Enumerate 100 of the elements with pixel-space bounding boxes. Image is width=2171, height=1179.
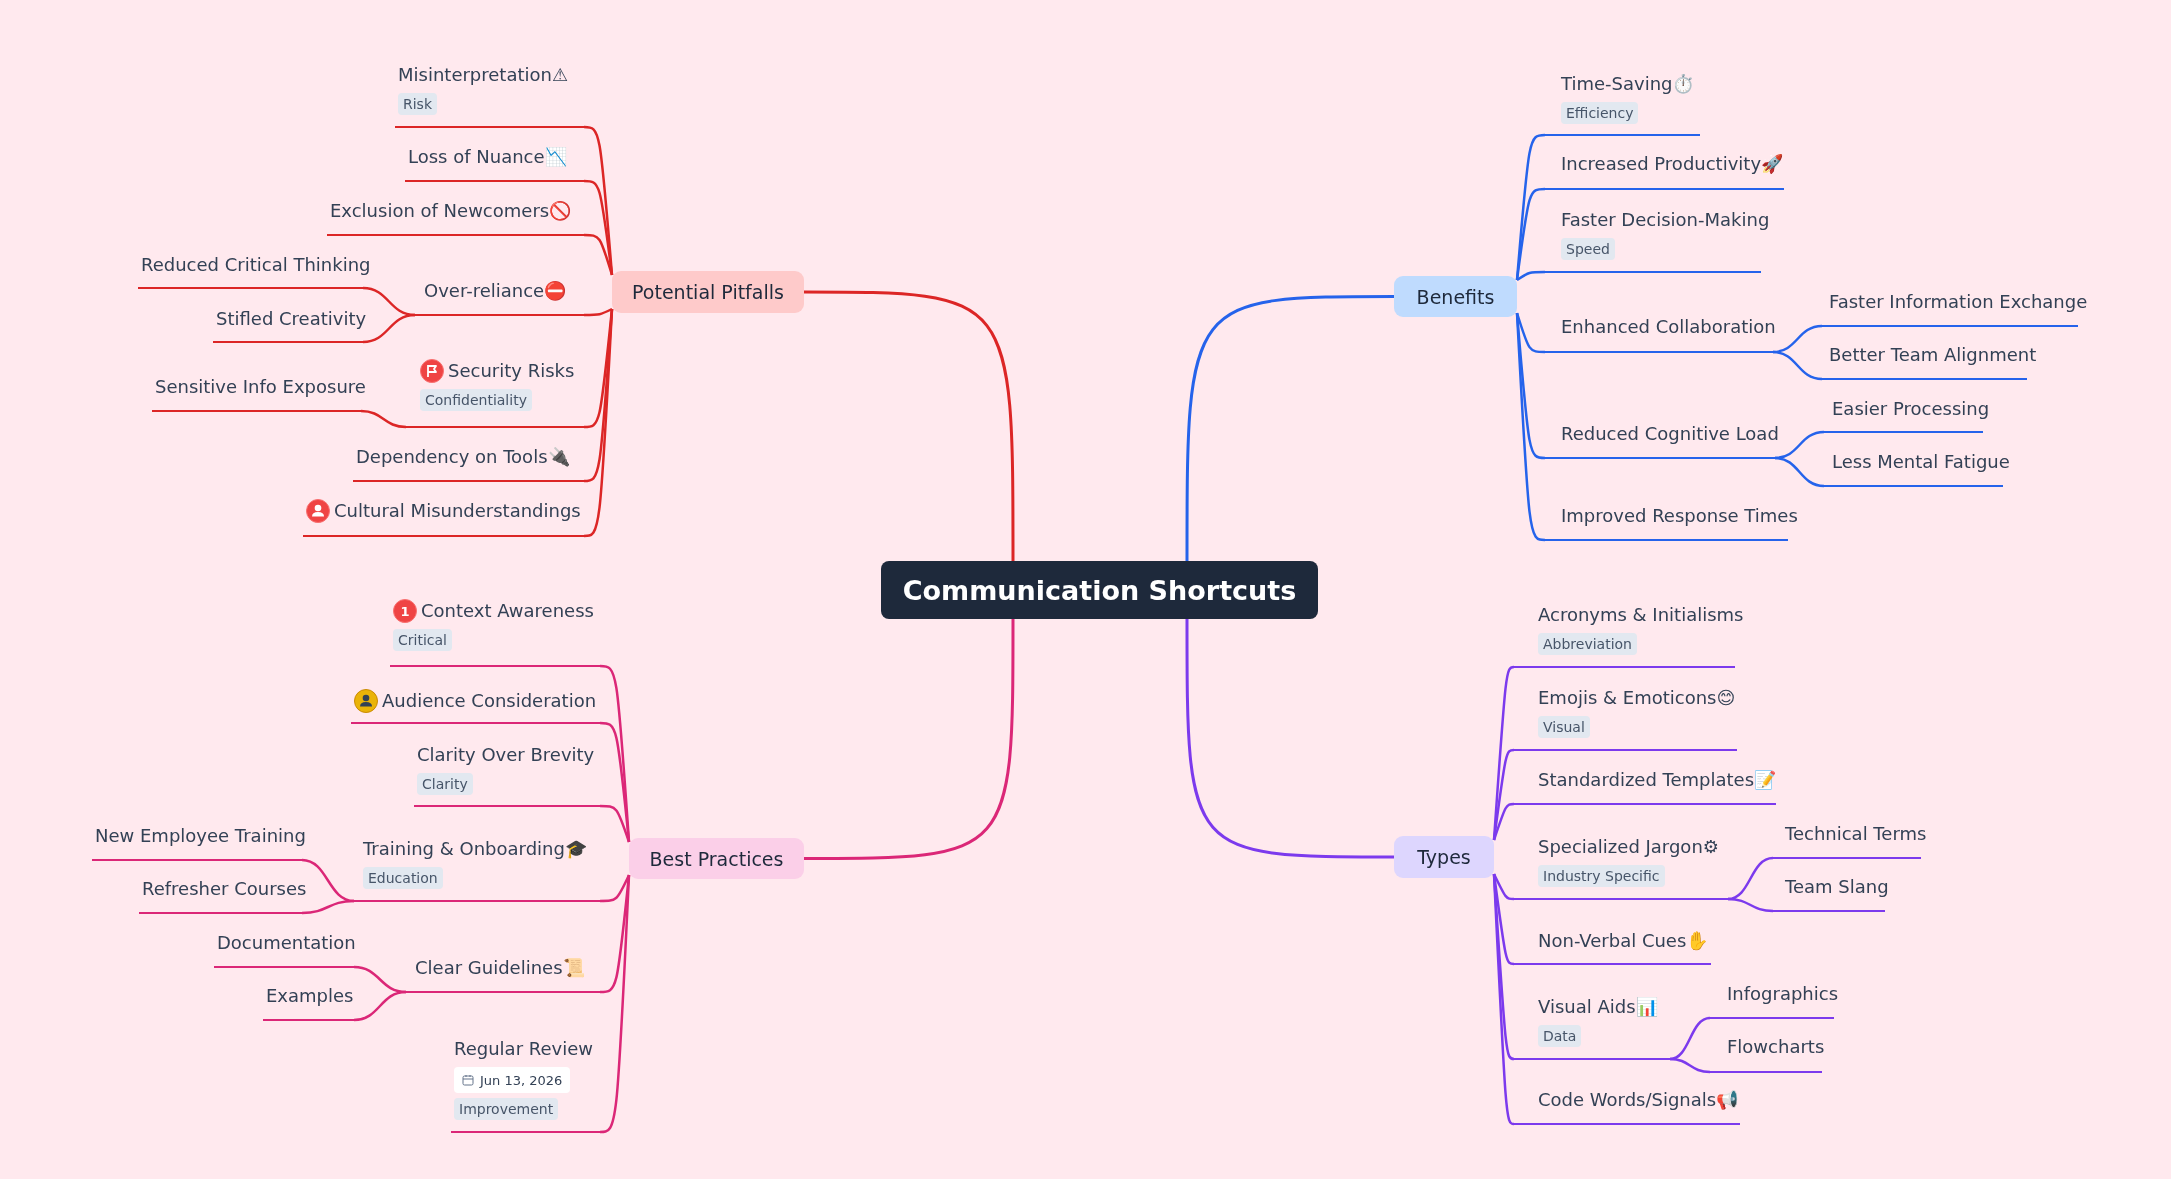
branch-line xyxy=(360,409,407,429)
topic-underline xyxy=(406,955,600,993)
branch-line xyxy=(1515,312,1545,354)
number-badge: 1 xyxy=(393,599,417,623)
topic-text: Cultural Misunderstandings xyxy=(334,499,581,523)
topic-text: Examples xyxy=(266,984,354,1008)
topic-text: Code Words/Signals📢 xyxy=(1538,1088,1739,1112)
topic-underline xyxy=(353,444,584,482)
topic-underline xyxy=(405,144,584,182)
branch-line xyxy=(301,899,355,915)
branch-topic: Types xyxy=(1394,836,1494,878)
branch-line xyxy=(1727,856,1774,901)
tag: Speed xyxy=(1561,238,1615,260)
topic-underline xyxy=(1514,994,1670,1060)
tag: Visual xyxy=(1538,716,1590,738)
date-text: Jun 13, 2026 xyxy=(480,1072,563,1088)
topic-text: Less Mental Fatigue xyxy=(1832,450,2010,474)
topic-text: Exclusion of Newcomers🚫 xyxy=(330,199,572,223)
tag: Efficiency xyxy=(1561,102,1639,124)
tag: Risk xyxy=(398,93,438,115)
topic-text: Training & Onboarding🎓 xyxy=(363,837,587,861)
topic-text: Stifled Creativity xyxy=(216,307,367,331)
branch-line xyxy=(1669,1016,1711,1061)
topic-text: Easier Processing xyxy=(1832,397,1990,421)
branch-line xyxy=(362,313,416,344)
branch-topic: Potential Pitfalls xyxy=(612,271,804,313)
branch-line xyxy=(1774,456,1825,488)
branch-line xyxy=(1492,873,1515,966)
topic-text: Sensitive Info Exposure xyxy=(155,375,366,399)
topic-underline xyxy=(1514,767,1776,805)
tag: Industry Specific xyxy=(1538,865,1665,887)
branch-line xyxy=(804,290,1015,561)
tag: Education xyxy=(363,867,443,889)
branch-line xyxy=(599,874,631,994)
branch-line xyxy=(1515,187,1545,281)
topic-underline xyxy=(390,598,600,667)
branch-line xyxy=(1185,295,1394,561)
topic-underline xyxy=(1514,928,1711,965)
topic-text: Standardized Templates📝 xyxy=(1538,768,1777,792)
branch-line xyxy=(583,308,614,538)
branch-line xyxy=(804,619,1015,860)
branch-line xyxy=(1516,270,1545,282)
topic-underline xyxy=(327,198,584,236)
tag: Critical xyxy=(393,629,452,651)
topic-text: Infographics xyxy=(1727,982,1839,1006)
branch-line xyxy=(1185,619,1394,859)
topic-text: New Employee Training xyxy=(95,824,306,848)
topic-text: Time-Saving⏱ xyxy=(1561,72,1695,96)
topic-underline xyxy=(351,688,600,724)
topic-text: Faster Decision-Making xyxy=(1561,208,1770,232)
topic-text: Team Slang xyxy=(1785,875,1889,899)
branch-topic: Best Practices xyxy=(629,838,804,879)
topic-text: Emojis & Emoticons😊 xyxy=(1538,686,1736,710)
topic-text: Over-reliance⛔ xyxy=(424,279,567,303)
branch-line xyxy=(583,308,614,429)
branch-line xyxy=(1492,873,1515,1126)
topic-text: Non-Verbal Cues✋ xyxy=(1538,929,1709,953)
topic-underline xyxy=(1545,151,1784,190)
central-topic: Communication Shortcuts xyxy=(881,561,1318,619)
branch-line xyxy=(584,307,613,317)
topic-text: Context Awareness xyxy=(421,599,594,623)
branch-line xyxy=(1727,897,1774,913)
topic-text: Improved Response Times xyxy=(1561,504,1798,528)
tag: Clarity xyxy=(417,773,473,795)
topic-text: Clarity Over Brevity xyxy=(417,743,595,767)
topic-text: Audience Consideration xyxy=(382,689,597,713)
topic-underline xyxy=(303,498,584,537)
topic-text: Specialized Jargon⚙ xyxy=(1538,835,1719,859)
branch-line xyxy=(1492,873,1515,901)
topic-underline xyxy=(415,278,584,316)
branch-line xyxy=(1492,802,1515,841)
tag: Improvement xyxy=(454,1098,559,1120)
branch-line xyxy=(600,874,631,903)
topic-text: Reduced Cognitive Load xyxy=(1561,422,1779,446)
tag: Abbreviation xyxy=(1538,633,1637,655)
topic-underline xyxy=(406,358,584,428)
topic-text: Security Risks xyxy=(448,359,575,383)
topic-text: Increased Productivity🚀 xyxy=(1561,152,1784,176)
topic-text: Enhanced Collaboration xyxy=(1561,315,1776,339)
branch-line xyxy=(1515,312,1546,542)
branch-line xyxy=(1772,350,1823,381)
topic-text: Misinterpretation⚠ xyxy=(398,63,569,87)
tag: Data xyxy=(1538,1025,1582,1047)
topic-text: Flowcharts xyxy=(1727,1035,1825,1059)
branch-line xyxy=(599,874,631,1134)
topic-text: Better Team Alignment xyxy=(1829,343,2037,367)
tag: Confidentiality xyxy=(420,389,532,411)
topic-text: Dependency on Tools🔌 xyxy=(356,445,570,469)
branch-line xyxy=(584,233,614,276)
branch-line xyxy=(1669,1057,1711,1074)
branch-line xyxy=(353,990,407,1022)
topic-text: Reduced Critical Thinking xyxy=(141,253,371,277)
branch-topic: Benefits xyxy=(1394,276,1517,317)
topic-text: Documentation xyxy=(217,931,356,955)
topic-text: Refresher Courses xyxy=(142,877,307,901)
topic-text: Faster Information Exchange xyxy=(1829,290,2088,314)
branch-line xyxy=(599,721,631,843)
topic-underline xyxy=(1514,1087,1740,1125)
topic-text: Acronyms & Initialisms xyxy=(1538,603,1744,627)
branch-line xyxy=(1492,748,1515,841)
